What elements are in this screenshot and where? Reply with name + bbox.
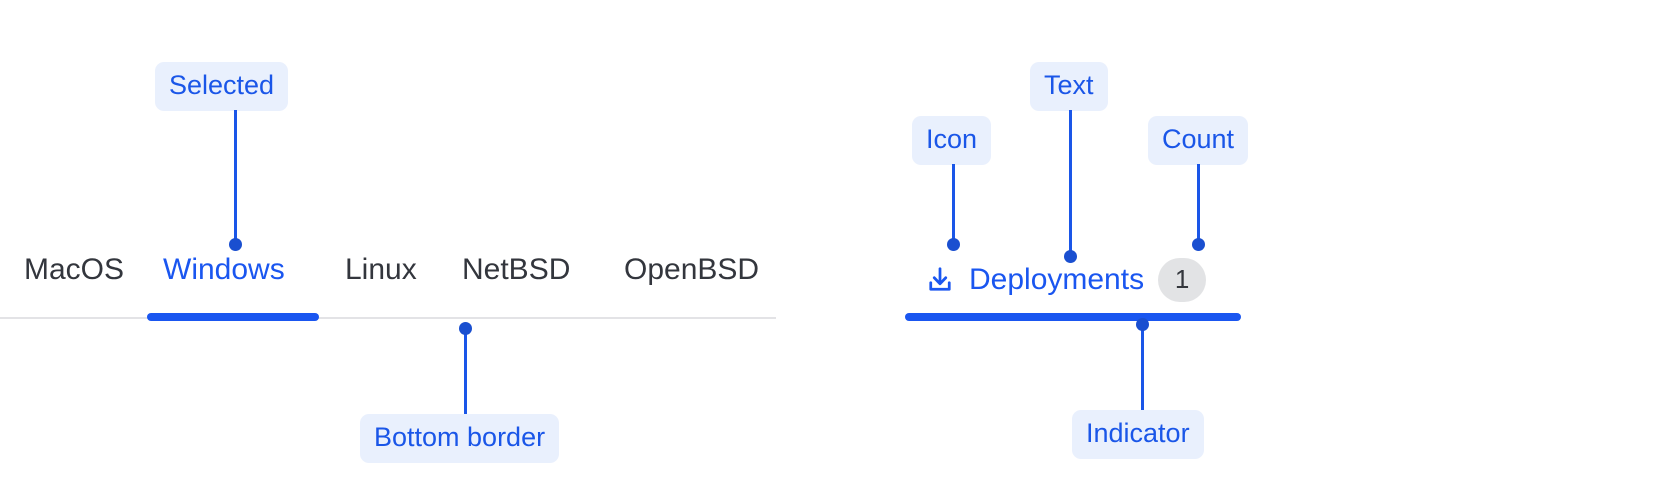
annotation-leader-bottom-border xyxy=(464,330,467,414)
annotation-label-text: Text xyxy=(1030,62,1108,111)
tab-linux[interactable]: Linux xyxy=(345,253,417,286)
annotation-label-icon: Icon xyxy=(912,116,992,165)
tab-bar-bottom-border xyxy=(0,317,776,319)
annotation-dot-indicator xyxy=(1136,318,1149,331)
annotation-label-indicator: Indicator xyxy=(1072,410,1204,459)
annotation-dot-bottom-border xyxy=(459,322,472,335)
tab-deployments[interactable]: Deployments 1 xyxy=(905,246,1241,321)
annotation-dot-text xyxy=(1064,250,1077,263)
tab-deployments-content: Deployments 1 xyxy=(905,246,1207,313)
annotation-leader-selected xyxy=(234,110,237,242)
annotation-label-selected: Selected xyxy=(155,62,289,111)
tab-deployments-label: Deployments xyxy=(969,262,1145,296)
tab-deployments-indicator xyxy=(905,313,1241,321)
annotation-leader-count xyxy=(1197,164,1200,242)
annotation-dot-icon xyxy=(947,238,960,251)
annotation-label-bottom-border: Bottom border xyxy=(360,414,560,463)
annotation-leader-indicator xyxy=(1141,324,1144,410)
tab-windows[interactable]: Windows xyxy=(163,253,285,286)
tab-bar-os: MacOS Windows Linux NetBSD OpenBSD xyxy=(0,246,776,321)
annotation-dot-selected xyxy=(229,238,242,251)
annotation-leader-icon xyxy=(952,164,955,242)
annotation-label-count: Count xyxy=(1148,116,1249,165)
annotation-dot-count xyxy=(1192,238,1205,251)
download-icon xyxy=(925,265,955,295)
tab-netbsd[interactable]: NetBSD xyxy=(462,253,571,286)
annotation-leader-text xyxy=(1069,110,1072,255)
tab-deployments-count-badge: 1 xyxy=(1158,257,1207,302)
tab-macos[interactable]: MacOS xyxy=(24,253,125,286)
tab-selected-indicator xyxy=(147,313,319,321)
tab-openbsd[interactable]: OpenBSD xyxy=(624,253,760,286)
